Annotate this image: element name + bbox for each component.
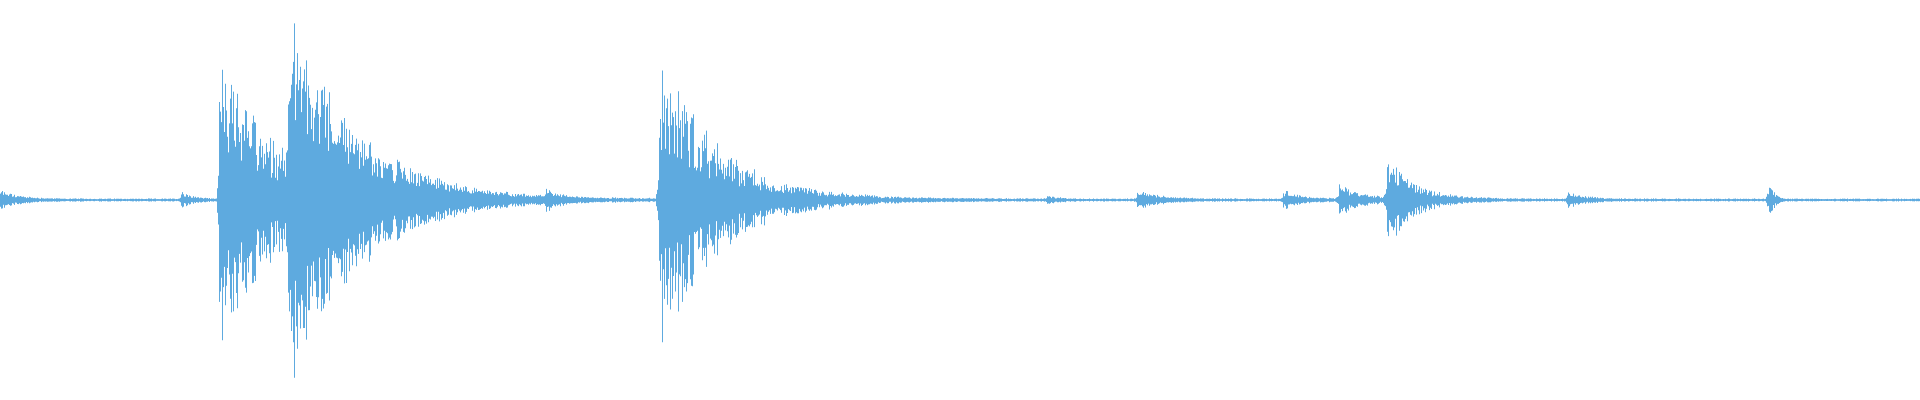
waveform-canvas xyxy=(0,23,1920,378)
